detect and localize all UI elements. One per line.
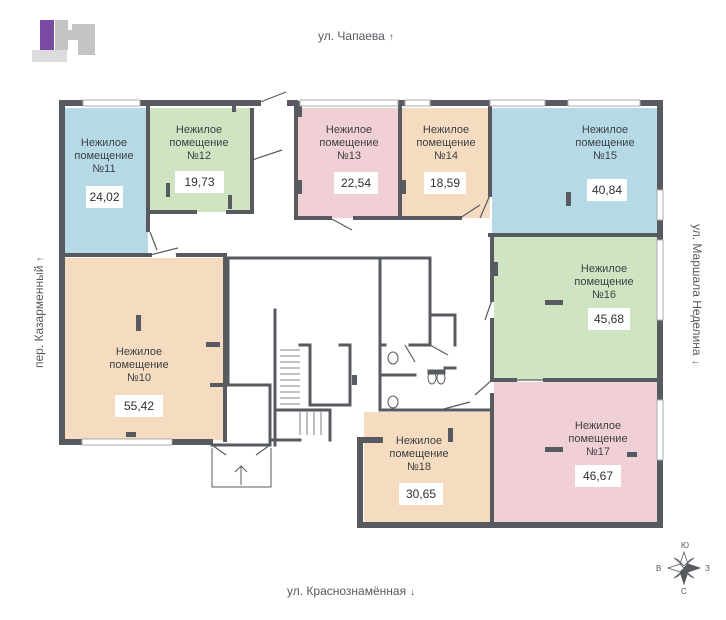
room-number: №12 (186, 150, 212, 162)
room-number: №14 (433, 150, 459, 162)
street-label-left: пер. Казарменный↑ (32, 256, 46, 368)
room-kind-line1: Нежилое (80, 137, 128, 149)
room-area-10: 55,42 (115, 395, 163, 417)
room-area-11: 24,02 (86, 186, 123, 208)
street-label-right: ул. Маршала Неделина↓ (690, 224, 704, 365)
room-kind-line2: помещение (319, 137, 379, 149)
room-fill-11[interactable] (65, 108, 148, 255)
room-kind-line1: Нежилое (395, 435, 443, 447)
room-area-16: 45,68 (588, 308, 630, 330)
room-number: №18 (406, 461, 432, 473)
doors (149, 91, 545, 456)
street-label-top: ул. Чапаева↑ (318, 29, 394, 43)
room-kind-line1: Нежилое (175, 124, 223, 136)
room-fill-13[interactable] (298, 108, 400, 218)
room-number: №10 (126, 372, 152, 384)
compass-east-letter: З (705, 564, 710, 573)
room-kind-line2: помещение (574, 276, 634, 288)
room-number: №17 (585, 446, 611, 458)
building-key-icon (32, 20, 95, 62)
room-area-13: 22,54 (334, 172, 378, 194)
compass-rose-icon (666, 550, 702, 586)
room-fills (65, 108, 658, 523)
room-kind-line2: помещение (389, 448, 449, 460)
room-fill-16[interactable] (494, 237, 658, 380)
stairs-icon (280, 349, 322, 435)
room-number: №13 (336, 150, 362, 162)
room-fill-14[interactable] (402, 108, 490, 218)
entrance-arrow-icon (211, 448, 272, 488)
columns (126, 180, 637, 457)
room-kind-line1: Нежилое (325, 124, 373, 136)
room-kind-line1: Нежилое (115, 346, 163, 358)
windows (81, 99, 664, 461)
compass-north-letter: Ю (681, 541, 690, 550)
room-fill-15[interactable] (492, 108, 658, 235)
room-kind-line1: Нежилое (422, 124, 470, 136)
room-number: №11 (92, 163, 116, 175)
room-area-18: 30,65 (399, 483, 443, 505)
room-area-14: 18,59 (424, 172, 466, 194)
street-label-bottom: ул. Краснознамённая↓ (287, 584, 416, 598)
room-kind-line2: помещение (74, 150, 134, 162)
compass-west-letter: В (656, 564, 662, 573)
room-kind-line2: помещение (575, 137, 635, 149)
toilet-icon (387, 351, 446, 409)
room-number: №15 (592, 150, 618, 162)
compass-south-letter: С (681, 587, 687, 596)
room-kind-line2: помещение (109, 359, 169, 371)
room-area-12: 19,73 (175, 171, 224, 193)
room-kind-line1: Нежилое (574, 420, 622, 432)
room-kind-line1: Нежилое (580, 263, 628, 275)
room-area-17: 46,67 (575, 465, 621, 487)
room-area-15: 40,84 (587, 179, 627, 201)
room-kind-line2: помещение (416, 137, 476, 149)
room-kind-line2: помещение (568, 433, 628, 445)
room-kind-line1: Нежилое (581, 124, 629, 136)
room-number: №16 (591, 289, 617, 301)
walls (59, 100, 663, 528)
room-kind-line2: помещение (169, 137, 229, 149)
